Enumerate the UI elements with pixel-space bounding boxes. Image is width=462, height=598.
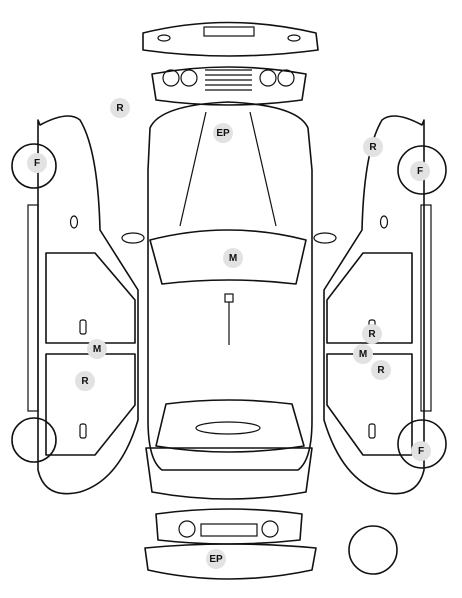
marker-r-right-door-b[interactable]: R xyxy=(371,360,391,380)
car-top-view[interactable] xyxy=(121,101,337,500)
marker-m-right-side[interactable]: M xyxy=(353,344,373,364)
front-grille-headlights[interactable] xyxy=(151,66,307,106)
marker-m-roof[interactable]: M xyxy=(223,248,243,268)
marker-r-right-front[interactable]: R xyxy=(363,137,383,157)
rear-lights[interactable] xyxy=(155,508,303,545)
marker-m-left-side[interactable]: M xyxy=(87,339,107,359)
marker-ep-hood[interactable]: EP xyxy=(213,123,233,143)
marker-r-front-left[interactable]: R xyxy=(110,98,130,118)
rear-bumper[interactable] xyxy=(144,543,317,580)
front-bumper[interactable] xyxy=(142,21,319,57)
spare-tyre[interactable] xyxy=(348,525,398,575)
marker-f-left-front-wheel[interactable]: F xyxy=(27,153,47,173)
marker-f-right-rear-wheel[interactable]: F xyxy=(411,441,431,461)
marker-f-right-front-wheel[interactable]: F xyxy=(410,161,430,181)
car-left-side[interactable] xyxy=(11,115,139,495)
marker-r-right-door-a[interactable]: R xyxy=(362,324,382,344)
marker-r-left-rear-door[interactable]: R xyxy=(75,371,95,391)
marker-ep-rear-bumper[interactable]: EP xyxy=(206,549,226,569)
car-right-side[interactable] xyxy=(323,115,447,495)
